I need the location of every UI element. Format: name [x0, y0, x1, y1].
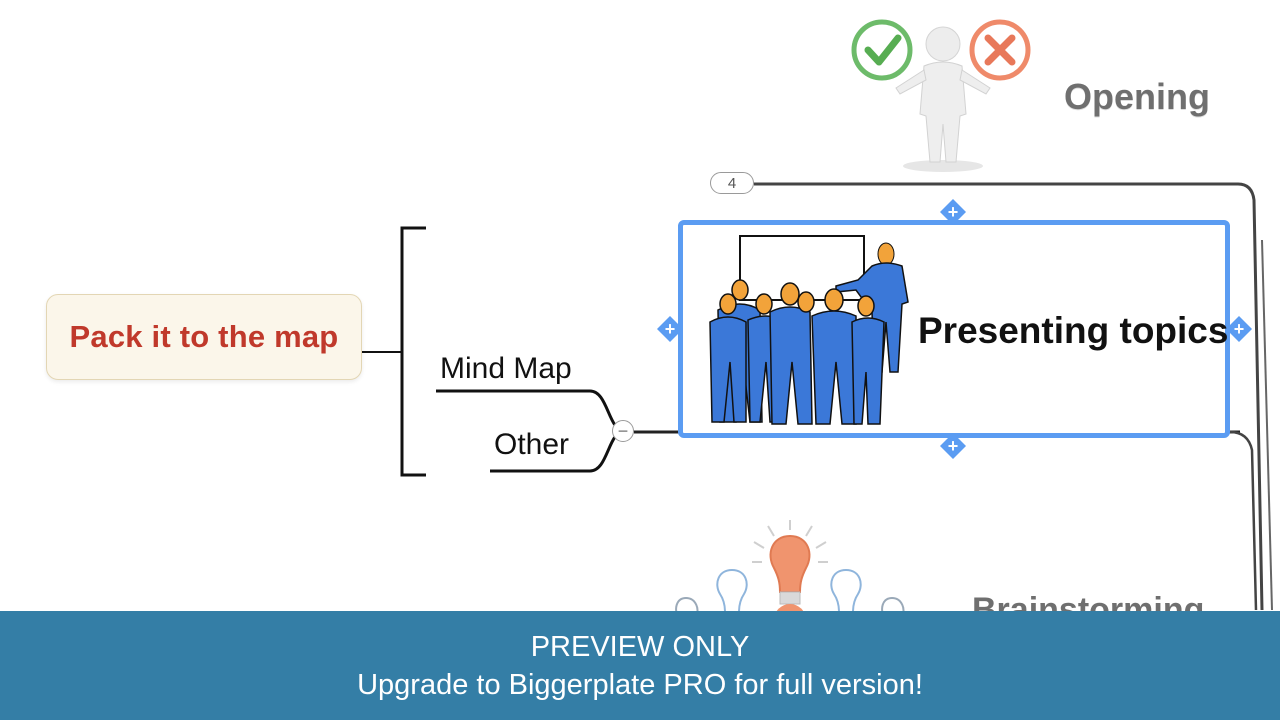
- topic-opening-label[interactable]: Opening: [1064, 76, 1210, 117]
- branch-mind-map[interactable]: Mind Map: [440, 352, 572, 385]
- plus-icon: +: [664, 318, 676, 339]
- count-badge-value: 4: [727, 174, 737, 192]
- collapsed-count-badge[interactable]: 4: [710, 172, 754, 194]
- plus-icon: +: [947, 201, 959, 222]
- pack-it-node[interactable]: Pack it to the map: [46, 294, 362, 380]
- plus-icon: +: [1233, 318, 1245, 339]
- banner-title: PREVIEW ONLY: [530, 630, 750, 663]
- banner-upgrade-message[interactable]: Upgrade to Biggerplate PRO for full vers…: [357, 668, 923, 701]
- pack-it-label: Pack it to the map: [69, 319, 339, 354]
- presenter-group-icon: [706, 232, 918, 432]
- lightbulbs-icon: [668, 518, 914, 611]
- minus-icon: −: [617, 421, 629, 441]
- topic-presenting-label[interactable]: Presenting topics: [918, 310, 1229, 351]
- preview-only-banner: PREVIEW ONLY Upgrade to Biggerplate PRO …: [0, 611, 1280, 720]
- plus-icon: +: [947, 435, 959, 456]
- person-check-cross-icon: [848, 14, 1038, 174]
- collapse-toggle-button[interactable]: −: [612, 420, 634, 442]
- branch-other[interactable]: Other: [494, 428, 570, 461]
